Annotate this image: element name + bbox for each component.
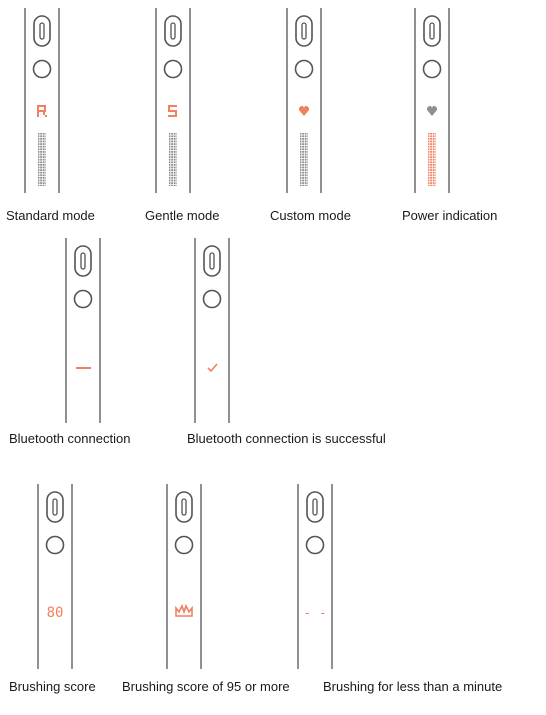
grey-bar-icon bbox=[169, 133, 177, 186]
dash-icon bbox=[76, 367, 91, 369]
caption-brushing-score: Brushing score bbox=[9, 679, 96, 694]
grey-bar-icon bbox=[38, 133, 46, 186]
toothbrush-bluetooth-success bbox=[192, 237, 234, 424]
caption-score-95-plus: Brushing score of 95 or more bbox=[122, 679, 290, 694]
score-display: 80 bbox=[47, 605, 64, 621]
caption-bluetooth-connection: Bluetooth connection bbox=[9, 431, 131, 446]
heart-icon-grey bbox=[427, 106, 437, 116]
toothbrush-bluetooth-connection bbox=[63, 237, 105, 424]
short-brush-display: - - bbox=[303, 606, 326, 621]
grey-bar-icon bbox=[300, 133, 308, 186]
orange-bar-icon bbox=[428, 133, 436, 186]
toothbrush-brushing-score: 80 bbox=[35, 483, 77, 670]
letter-R-icon bbox=[37, 105, 47, 117]
caption-bluetooth-success: Bluetooth connection is successful bbox=[187, 431, 386, 446]
caption-less-than-minute: Brushing for less than a minute bbox=[323, 679, 503, 694]
letter-S-icon bbox=[168, 105, 177, 117]
check-icon bbox=[207, 363, 218, 373]
toothbrush-custom-mode bbox=[284, 7, 326, 194]
heart-icon bbox=[299, 106, 309, 116]
toothbrush-power-indication bbox=[412, 7, 454, 194]
toothbrush-score-95-plus bbox=[164, 483, 206, 670]
toothbrush-less-than-minute: - - bbox=[295, 483, 337, 670]
toothbrush-gentle-mode bbox=[153, 7, 195, 194]
caption-power-indication: Power indication bbox=[402, 208, 498, 223]
caption-standard-mode: Standard mode bbox=[6, 208, 95, 223]
toothbrush-standard-mode bbox=[22, 7, 64, 194]
caption-custom-mode: Custom mode bbox=[270, 208, 351, 223]
caption-gentle-mode: Gentle mode bbox=[145, 208, 220, 223]
crown-icon bbox=[175, 603, 193, 617]
